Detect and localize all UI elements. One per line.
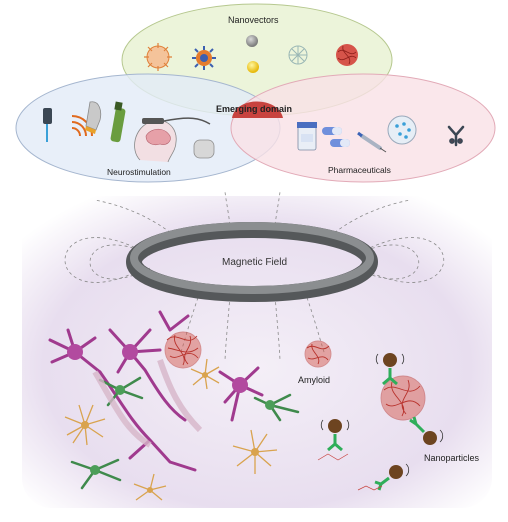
astrocyte-soma [251,448,259,456]
dendrimer-icon [288,45,308,65]
emerging-domain-cap [232,101,283,118]
nanoparticle-antibody [357,463,410,491]
amyloid-plaque-large [380,375,426,421]
wifi-ultrasound-icon [71,115,93,137]
neuron-soma [265,400,275,410]
astrocyte-soma [81,421,89,429]
ultrasound-probe-icon [85,101,102,134]
nanoparticle-antibody [317,419,350,461]
petri-dish-icon [387,115,417,145]
neuron-soma [115,385,125,395]
tms-coil-icon [110,101,126,143]
neuron-soma [232,377,248,393]
amyloid-plaque-small [304,340,332,368]
nanoparticle-spiky-icon [144,43,172,71]
antibody-icon [447,125,465,147]
neuron-soma [67,344,83,360]
amyloid-plaque [164,331,202,369]
brain-background [22,196,492,508]
grey-sphere-icon [246,35,258,47]
implant-device-icon [193,139,215,159]
head-brain-icon [134,117,211,163]
neuron-soma [90,465,100,475]
nanoparticle-virus-icon [192,46,216,70]
amyloid-label: Amyloid [298,375,331,385]
capsule-icon [322,127,350,147]
neurostimulation-label: Neurostimulation [107,167,171,177]
axon-bundle [92,359,203,448]
electrode-needle-icon [43,108,52,142]
nanoparticle-antibody [409,416,444,445]
nanoparticle-antibody [375,353,405,386]
syringe-icon [357,131,387,153]
neuron-green [70,376,300,490]
magnetic-ring [126,222,378,302]
nanovectors-label: Nanovectors [228,15,279,25]
astrocyte-soma [147,487,153,493]
nanoparticles-label: Nanoparticles [424,453,480,463]
field-lines [64,191,444,361]
gold-sphere-icon [247,61,259,73]
polymer-ball-icon [336,44,358,66]
astrocyte [64,358,278,501]
neuron-soma [122,344,138,360]
pill-bottle-icon [297,122,317,151]
astrocyte-soma [202,372,208,378]
pharmaceuticals-label: Pharmaceuticals [328,165,391,175]
magnetic-field-label: Magnetic Field [222,257,288,268]
emerging-domain-label: Emerging domain [216,104,293,114]
pharmaceuticals-circle [230,73,496,183]
